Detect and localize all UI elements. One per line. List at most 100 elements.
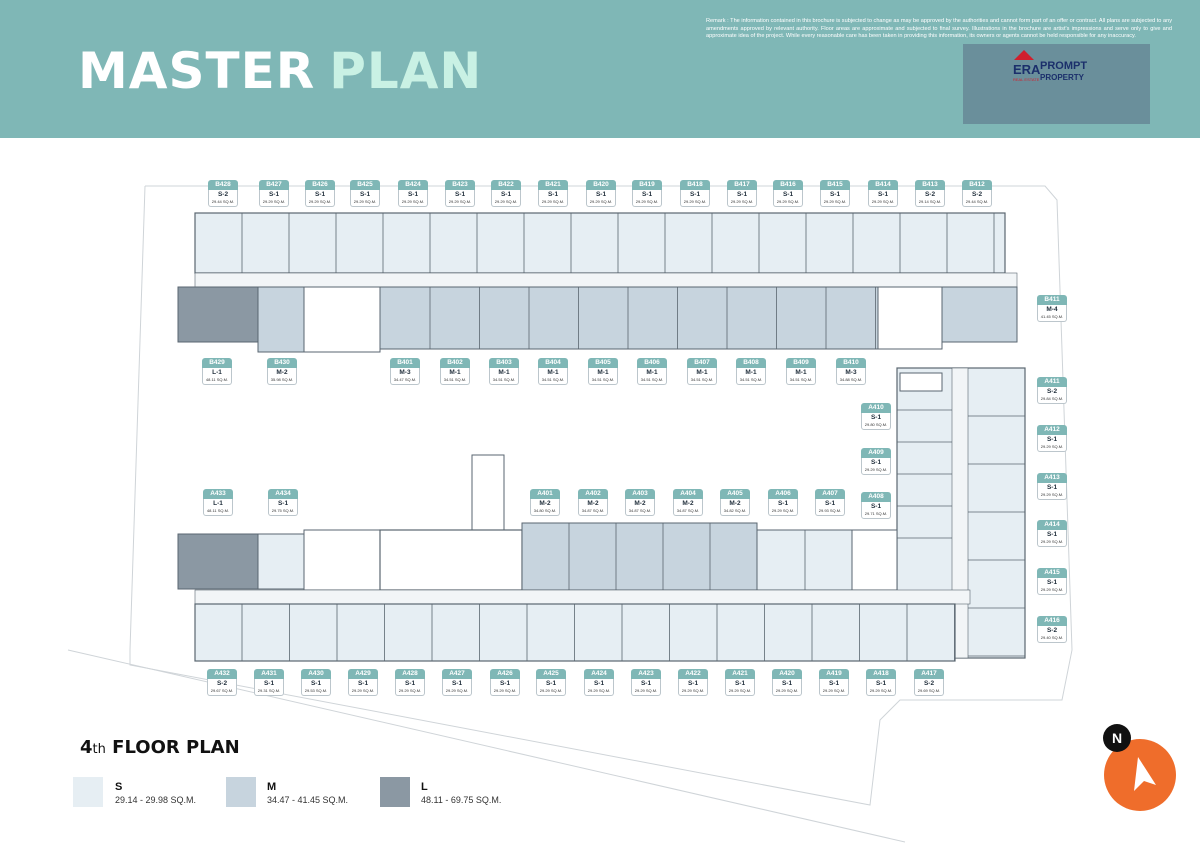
unit-type: M-3 xyxy=(399,369,411,376)
unit-area: 29.14 SQ.M. xyxy=(918,199,942,204)
unit-type: S-1 xyxy=(829,191,841,198)
unit-type: S-2 xyxy=(216,680,228,687)
unit-area: 34.51 SQ.M. xyxy=(541,377,565,382)
unit-type: S-1 xyxy=(277,500,289,507)
unit-area: 29.29 SQ.M. xyxy=(635,199,659,204)
unit-area: 29.29 SQ.M. xyxy=(494,199,518,204)
unit-code: A404 xyxy=(673,489,703,499)
unit-code: B417 xyxy=(727,180,757,190)
legend-range-m: 34.47 - 41.45 SQ.M. xyxy=(267,795,349,805)
unit-area: 29.29 SQ.M. xyxy=(776,199,800,204)
common-hall xyxy=(379,529,523,591)
legend-swatch-m xyxy=(226,777,256,807)
unit-type: S-1 xyxy=(263,680,275,687)
unit-code: A429 xyxy=(348,669,378,679)
unit-type: S-2 xyxy=(924,191,936,198)
logo-sub-text: REAL ESTATE xyxy=(1013,77,1040,82)
unit-type: M-1 xyxy=(646,369,658,376)
unit-type: S-1 xyxy=(359,191,371,198)
unit-area: 48.11 SQ.M. xyxy=(205,377,229,382)
unit-b430-fill xyxy=(257,286,305,353)
unit-type: S-1 xyxy=(736,191,748,198)
unit-code: A434 xyxy=(268,489,298,499)
unit-type: S-1 xyxy=(870,503,882,510)
unit-area: 29.29 SQ.M. xyxy=(353,199,377,204)
legend-swatch-l xyxy=(380,777,410,807)
unit-code: A410 xyxy=(861,403,891,413)
legend-range-s: 29.14 - 29.98 SQ.M. xyxy=(115,795,197,805)
unit-code: B412 xyxy=(962,180,992,190)
unit-type: S-1 xyxy=(451,680,463,687)
unit-area: 34.51 SQ.M. xyxy=(591,377,615,382)
unit-area: 29.29 SQ.M. xyxy=(775,688,799,693)
title-word-plan: PLAN xyxy=(329,42,483,100)
unit-code: B402 xyxy=(440,358,470,368)
logo-prompt-text: PROMPT xyxy=(1040,60,1088,72)
unit-area: 29.29 SQ.M. xyxy=(681,688,705,693)
unit-type: M-4 xyxy=(1046,306,1058,313)
unit-area: 29.29 SQ.M. xyxy=(823,199,847,204)
building-a-bottom-wing xyxy=(194,603,956,662)
unit-code: A425 xyxy=(536,669,566,679)
unit-type: M-1 xyxy=(795,369,807,376)
unit-area: 29.29 SQ.M. xyxy=(445,688,469,693)
unit-code: A428 xyxy=(395,669,425,679)
unit-area: 41.45 SQ.M. xyxy=(1040,314,1064,319)
unit-code: A431 xyxy=(254,669,284,679)
unit-area: 29.29 SQ.M. xyxy=(822,688,846,693)
unit-area: 29.29 SQ.M. xyxy=(771,508,795,513)
floor-label: FLOOR PLAN xyxy=(105,737,240,758)
unit-area: 29.29 SQ.M. xyxy=(398,688,422,693)
unit-code: A426 xyxy=(490,669,520,679)
unit-b411-fill xyxy=(941,286,1018,343)
unit-code: B423 xyxy=(445,180,475,190)
unit-code: B430 xyxy=(267,358,297,368)
unit-code: A402 xyxy=(578,489,608,499)
unit-code: B422 xyxy=(491,180,521,190)
unit-type: S-2 xyxy=(1046,627,1058,634)
legend-range-l: 48.11 - 69.75 SQ.M. xyxy=(421,795,502,805)
unit-type: S-1 xyxy=(593,680,605,687)
unit-code: A409 xyxy=(861,448,891,458)
unit-type: M-1 xyxy=(547,369,559,376)
floor-plan-title: 4th FLOOR PLAN xyxy=(80,737,240,758)
unit-type: S-1 xyxy=(404,680,416,687)
unit-code: A419 xyxy=(819,669,849,679)
logo-property-text: PROPERTY xyxy=(1040,73,1085,82)
unit-area: 29.44 SQ.M. xyxy=(211,199,235,204)
unit-code: B409 xyxy=(786,358,816,368)
unit-code: B427 xyxy=(259,180,289,190)
unit-type: S-1 xyxy=(454,191,466,198)
unit-area: 34.51 SQ.M. xyxy=(789,377,813,382)
unit-code: B426 xyxy=(305,180,335,190)
unit-type: M-1 xyxy=(696,369,708,376)
unit-code: A418 xyxy=(866,669,896,679)
